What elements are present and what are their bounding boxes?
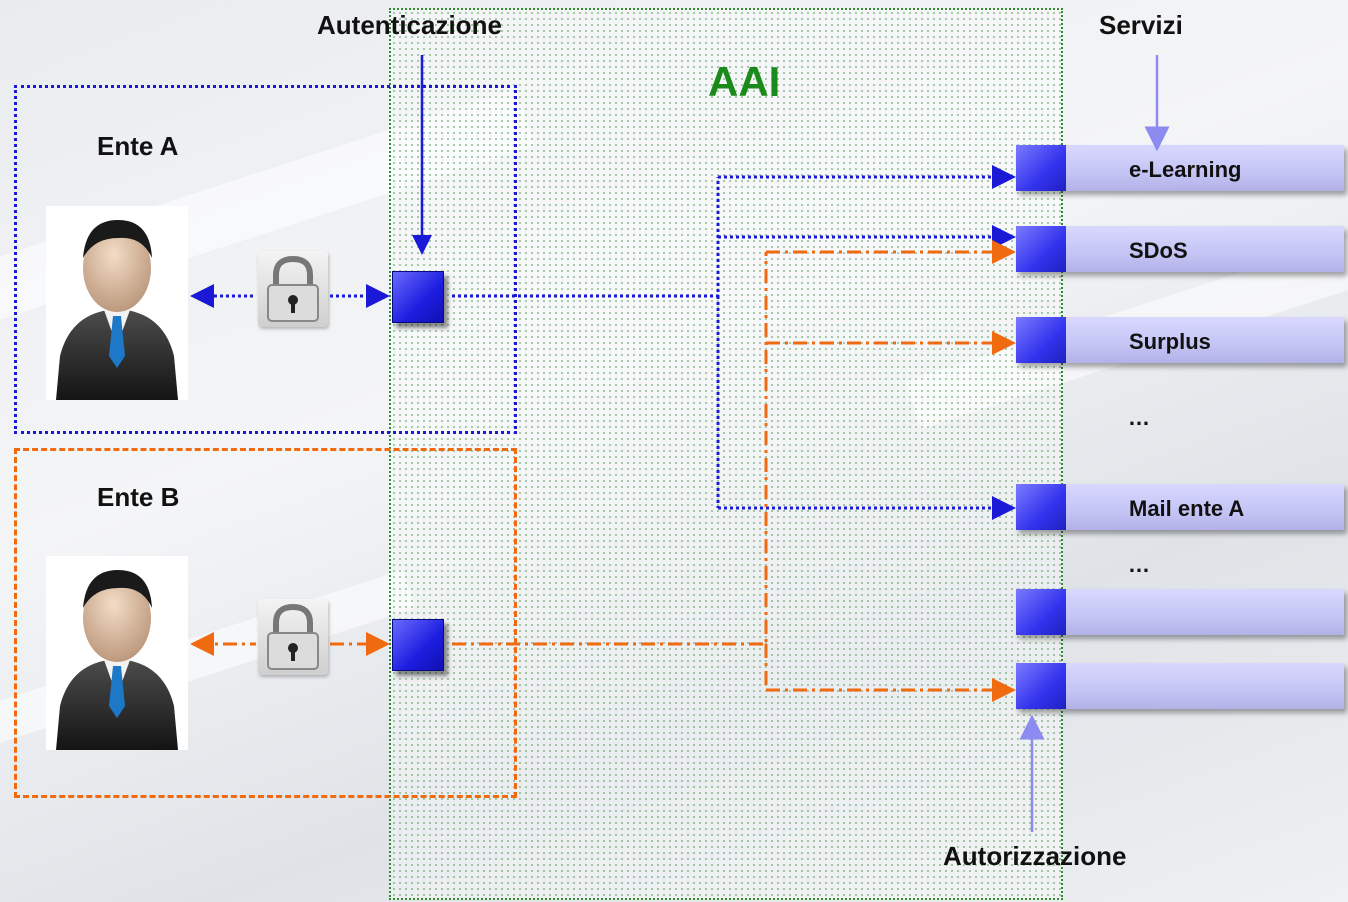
service-bar-mail-ente-a[interactable]: Mail ente A bbox=[1016, 484, 1344, 530]
padlock-icon bbox=[258, 599, 328, 675]
more-services-ellipsis: … bbox=[1128, 405, 1150, 430]
aai-region bbox=[389, 8, 1063, 900]
service-node bbox=[1016, 663, 1066, 709]
user-silhouette-icon bbox=[46, 556, 188, 750]
service-label: Surplus bbox=[1129, 329, 1211, 354]
service-bar-surplus[interactable]: Surplus bbox=[1016, 317, 1344, 363]
ente-a-label: Ente A bbox=[97, 131, 179, 161]
service-node bbox=[1016, 484, 1066, 530]
ente-b-node-trunk bbox=[452, 252, 768, 646]
ente-a-node-trunk bbox=[452, 177, 720, 298]
padlock-icon bbox=[258, 251, 328, 327]
service-node bbox=[1016, 226, 1066, 272]
service-label: e-Learning bbox=[1129, 157, 1242, 182]
ente-b-boundary bbox=[14, 448, 517, 798]
idp-node-ente-b bbox=[392, 619, 444, 671]
service-label: Mail ente A bbox=[1129, 496, 1245, 521]
autorizzazione-label: Autorizzazione bbox=[943, 841, 1127, 871]
service-bar-unnamed[interactable] bbox=[1016, 663, 1344, 709]
service-node bbox=[1016, 145, 1066, 191]
ente-b-label: Ente B bbox=[97, 482, 180, 512]
service-bar-e-learning[interactable]: e-Learning bbox=[1016, 145, 1344, 191]
user-silhouette-icon bbox=[46, 206, 188, 400]
aai-title: AAI bbox=[708, 58, 781, 105]
service-bar-unnamed[interactable] bbox=[1016, 589, 1344, 635]
servizi-label: Servizi bbox=[1099, 10, 1183, 40]
service-bar-sdos[interactable]: SDoS bbox=[1016, 226, 1344, 272]
ente-a-boundary bbox=[14, 85, 517, 434]
more-services-ellipsis: … bbox=[1128, 552, 1150, 577]
autenticazione-label: Autenticazione bbox=[317, 10, 502, 40]
service-node bbox=[1016, 317, 1066, 363]
service-label: SDoS bbox=[1129, 238, 1188, 263]
service-node bbox=[1016, 589, 1066, 635]
idp-node-ente-a bbox=[392, 271, 444, 323]
